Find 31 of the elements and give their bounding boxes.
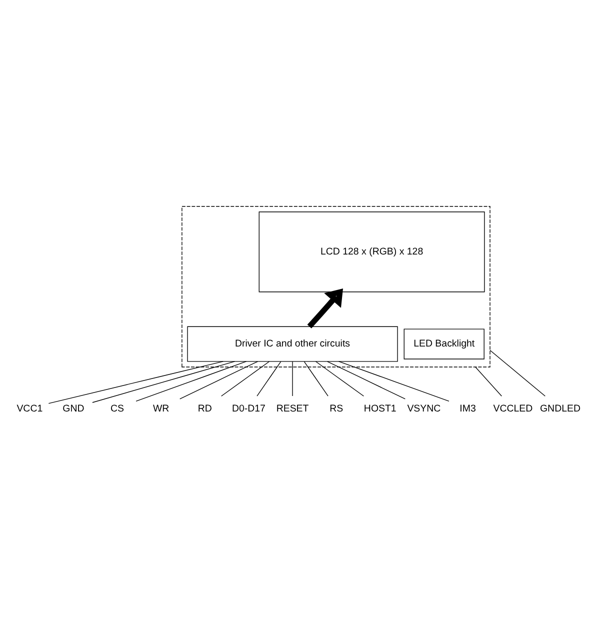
connector xyxy=(475,366,502,396)
cluster xyxy=(182,206,490,367)
node-text: VCCLED xyxy=(493,402,533,414)
node-text: RD xyxy=(198,402,212,414)
node-text: IM3 xyxy=(460,402,476,414)
connector xyxy=(315,360,364,396)
node-text: D0-D17 xyxy=(232,402,266,414)
node-text: VSYNC xyxy=(407,402,441,414)
node-box: LED Backlight xyxy=(404,328,484,359)
connector xyxy=(338,360,450,402)
node-text: GNDLED xyxy=(540,402,581,414)
node-text: VCC1 xyxy=(16,402,43,414)
connector xyxy=(292,360,293,396)
arrow xyxy=(307,288,344,328)
node-text: GND xyxy=(62,402,84,414)
node-text: RS xyxy=(330,402,344,414)
connector xyxy=(92,360,236,402)
connector xyxy=(327,360,406,399)
connector xyxy=(304,360,328,396)
node-text: WR xyxy=(152,402,170,414)
connector xyxy=(256,360,282,396)
node-text: HOST1 xyxy=(364,402,396,414)
connector xyxy=(220,360,270,396)
connector xyxy=(136,360,247,402)
node-box: Driver IC and other circuits xyxy=(187,326,398,362)
connector xyxy=(48,360,224,404)
connector xyxy=(490,349,546,396)
node-box: LCD 128 x (RGB) x 128 xyxy=(258,211,485,292)
node-text: RESET xyxy=(276,402,309,414)
connector xyxy=(180,360,258,399)
node-text: CS xyxy=(110,402,124,414)
